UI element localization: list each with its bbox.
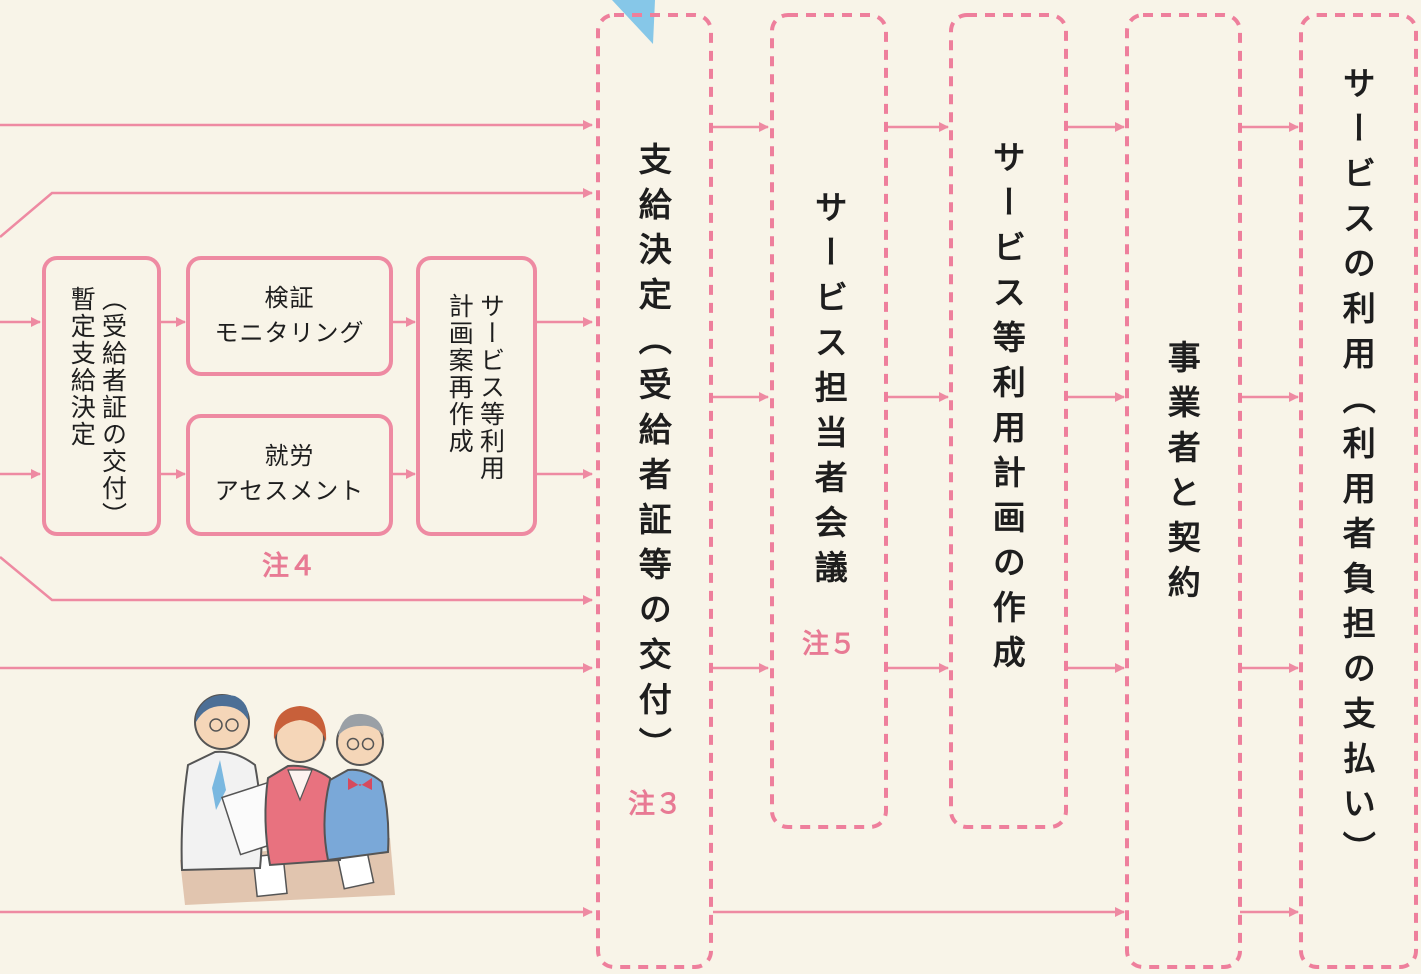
elder-body — [323, 768, 390, 862]
meeting-column — [770, 13, 888, 829]
woman-collar — [287, 769, 313, 802]
stage-arrows — [713, 122, 1299, 917]
plan-recreate-box — [416, 256, 537, 536]
man-hair — [196, 694, 249, 722]
man-glasses — [225, 718, 239, 732]
man-glasses — [209, 718, 223, 732]
man-tie — [212, 760, 226, 810]
plan-recreate-label: サービス等利用 計画案再作成 — [444, 293, 507, 482]
pointer-shape — [612, 0, 655, 44]
elder-bowtie — [348, 778, 372, 790]
consultation-illustration — [180, 694, 395, 905]
verification-box — [186, 256, 393, 376]
usage-column — [1299, 13, 1418, 969]
provisional-decision-line1: 暫定支給決定 — [67, 286, 97, 448]
stage-plan-label: サービス等利用計画の作成 — [987, 140, 1027, 680]
verification-line1: 検証 — [264, 284, 315, 312]
plan-recreate-line2: 計画案再作成 — [445, 293, 475, 455]
decision-column — [596, 13, 713, 969]
provisional-decision-label: （受給者証の交付） 暫定支給決定 — [66, 286, 129, 529]
stage-columns — [596, 13, 1418, 969]
note-4: 注４ — [262, 551, 316, 582]
verification-label: 検証 モニタリング — [190, 281, 389, 351]
employment-line2: アセスメント — [214, 476, 365, 505]
elder-glasses — [346, 737, 360, 751]
arrow — [0, 556, 593, 605]
woman-hair — [273, 706, 327, 742]
arrow — [0, 188, 593, 238]
plan-recreate-line1: サービス等利用 — [476, 293, 506, 482]
stage-contract-label: 事業者と契約 — [1162, 340, 1202, 610]
verification-line2: モニタリング — [214, 318, 365, 347]
plan-column — [949, 13, 1068, 829]
provisional-decision-box — [42, 256, 161, 536]
elder-hair — [338, 713, 384, 736]
employment-line1: 就労 — [264, 442, 315, 470]
elder-glasses — [361, 737, 375, 751]
process-boxes — [42, 256, 537, 536]
contract-column — [1125, 13, 1242, 969]
incoming-arrows — [0, 120, 593, 917]
stage-meeting-label: サービス担当者会議 — [809, 190, 849, 595]
employment-label: 就労 アセスメント — [190, 439, 389, 509]
note-3: 注３ — [628, 789, 682, 820]
stage-decision-label: 支給決定（受給者証等の交付） — [633, 142, 673, 772]
provisional-decision-line2: （受給者証の交付） — [98, 286, 128, 529]
stage-usage-label: サービスの利用（利用者負担の支払い） — [1337, 66, 1377, 876]
employment-box — [186, 414, 393, 536]
note-5: 注５ — [802, 629, 856, 660]
